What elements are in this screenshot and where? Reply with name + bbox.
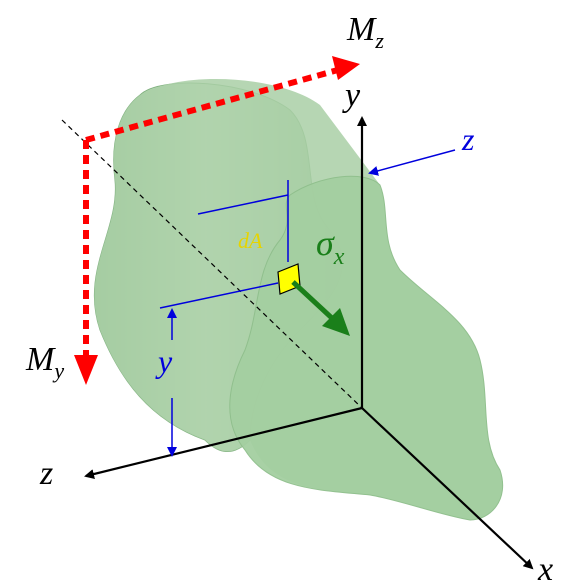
- neutral-axis-line: [61, 119, 363, 409]
- area-element-label: dA: [238, 228, 263, 253]
- moment-z-label: Mz: [346, 11, 384, 53]
- z-axis-label: z: [39, 455, 53, 492]
- z-dimension-line: [197, 194, 289, 215]
- z-offset-label: z: [461, 121, 475, 157]
- x-axis: [361, 407, 534, 570]
- moment-z-arrowhead: [332, 56, 360, 80]
- stress-label: σx: [316, 223, 345, 270]
- beam-cross-section: [229, 175, 504, 521]
- x-axis-label: x: [537, 551, 553, 585]
- z-axis: [84, 406, 363, 479]
- stress-arrow-shaft: [291, 280, 336, 322]
- stress-arrowhead: [322, 308, 350, 336]
- moment-y-arrowhead: [74, 355, 98, 385]
- y-axis-label: y: [342, 77, 361, 114]
- y-offset-label: y: [155, 343, 173, 379]
- moment-y-label: My: [25, 341, 64, 383]
- z-pointer-arrow: [368, 149, 456, 176]
- y-dimension-line: [159, 282, 279, 309]
